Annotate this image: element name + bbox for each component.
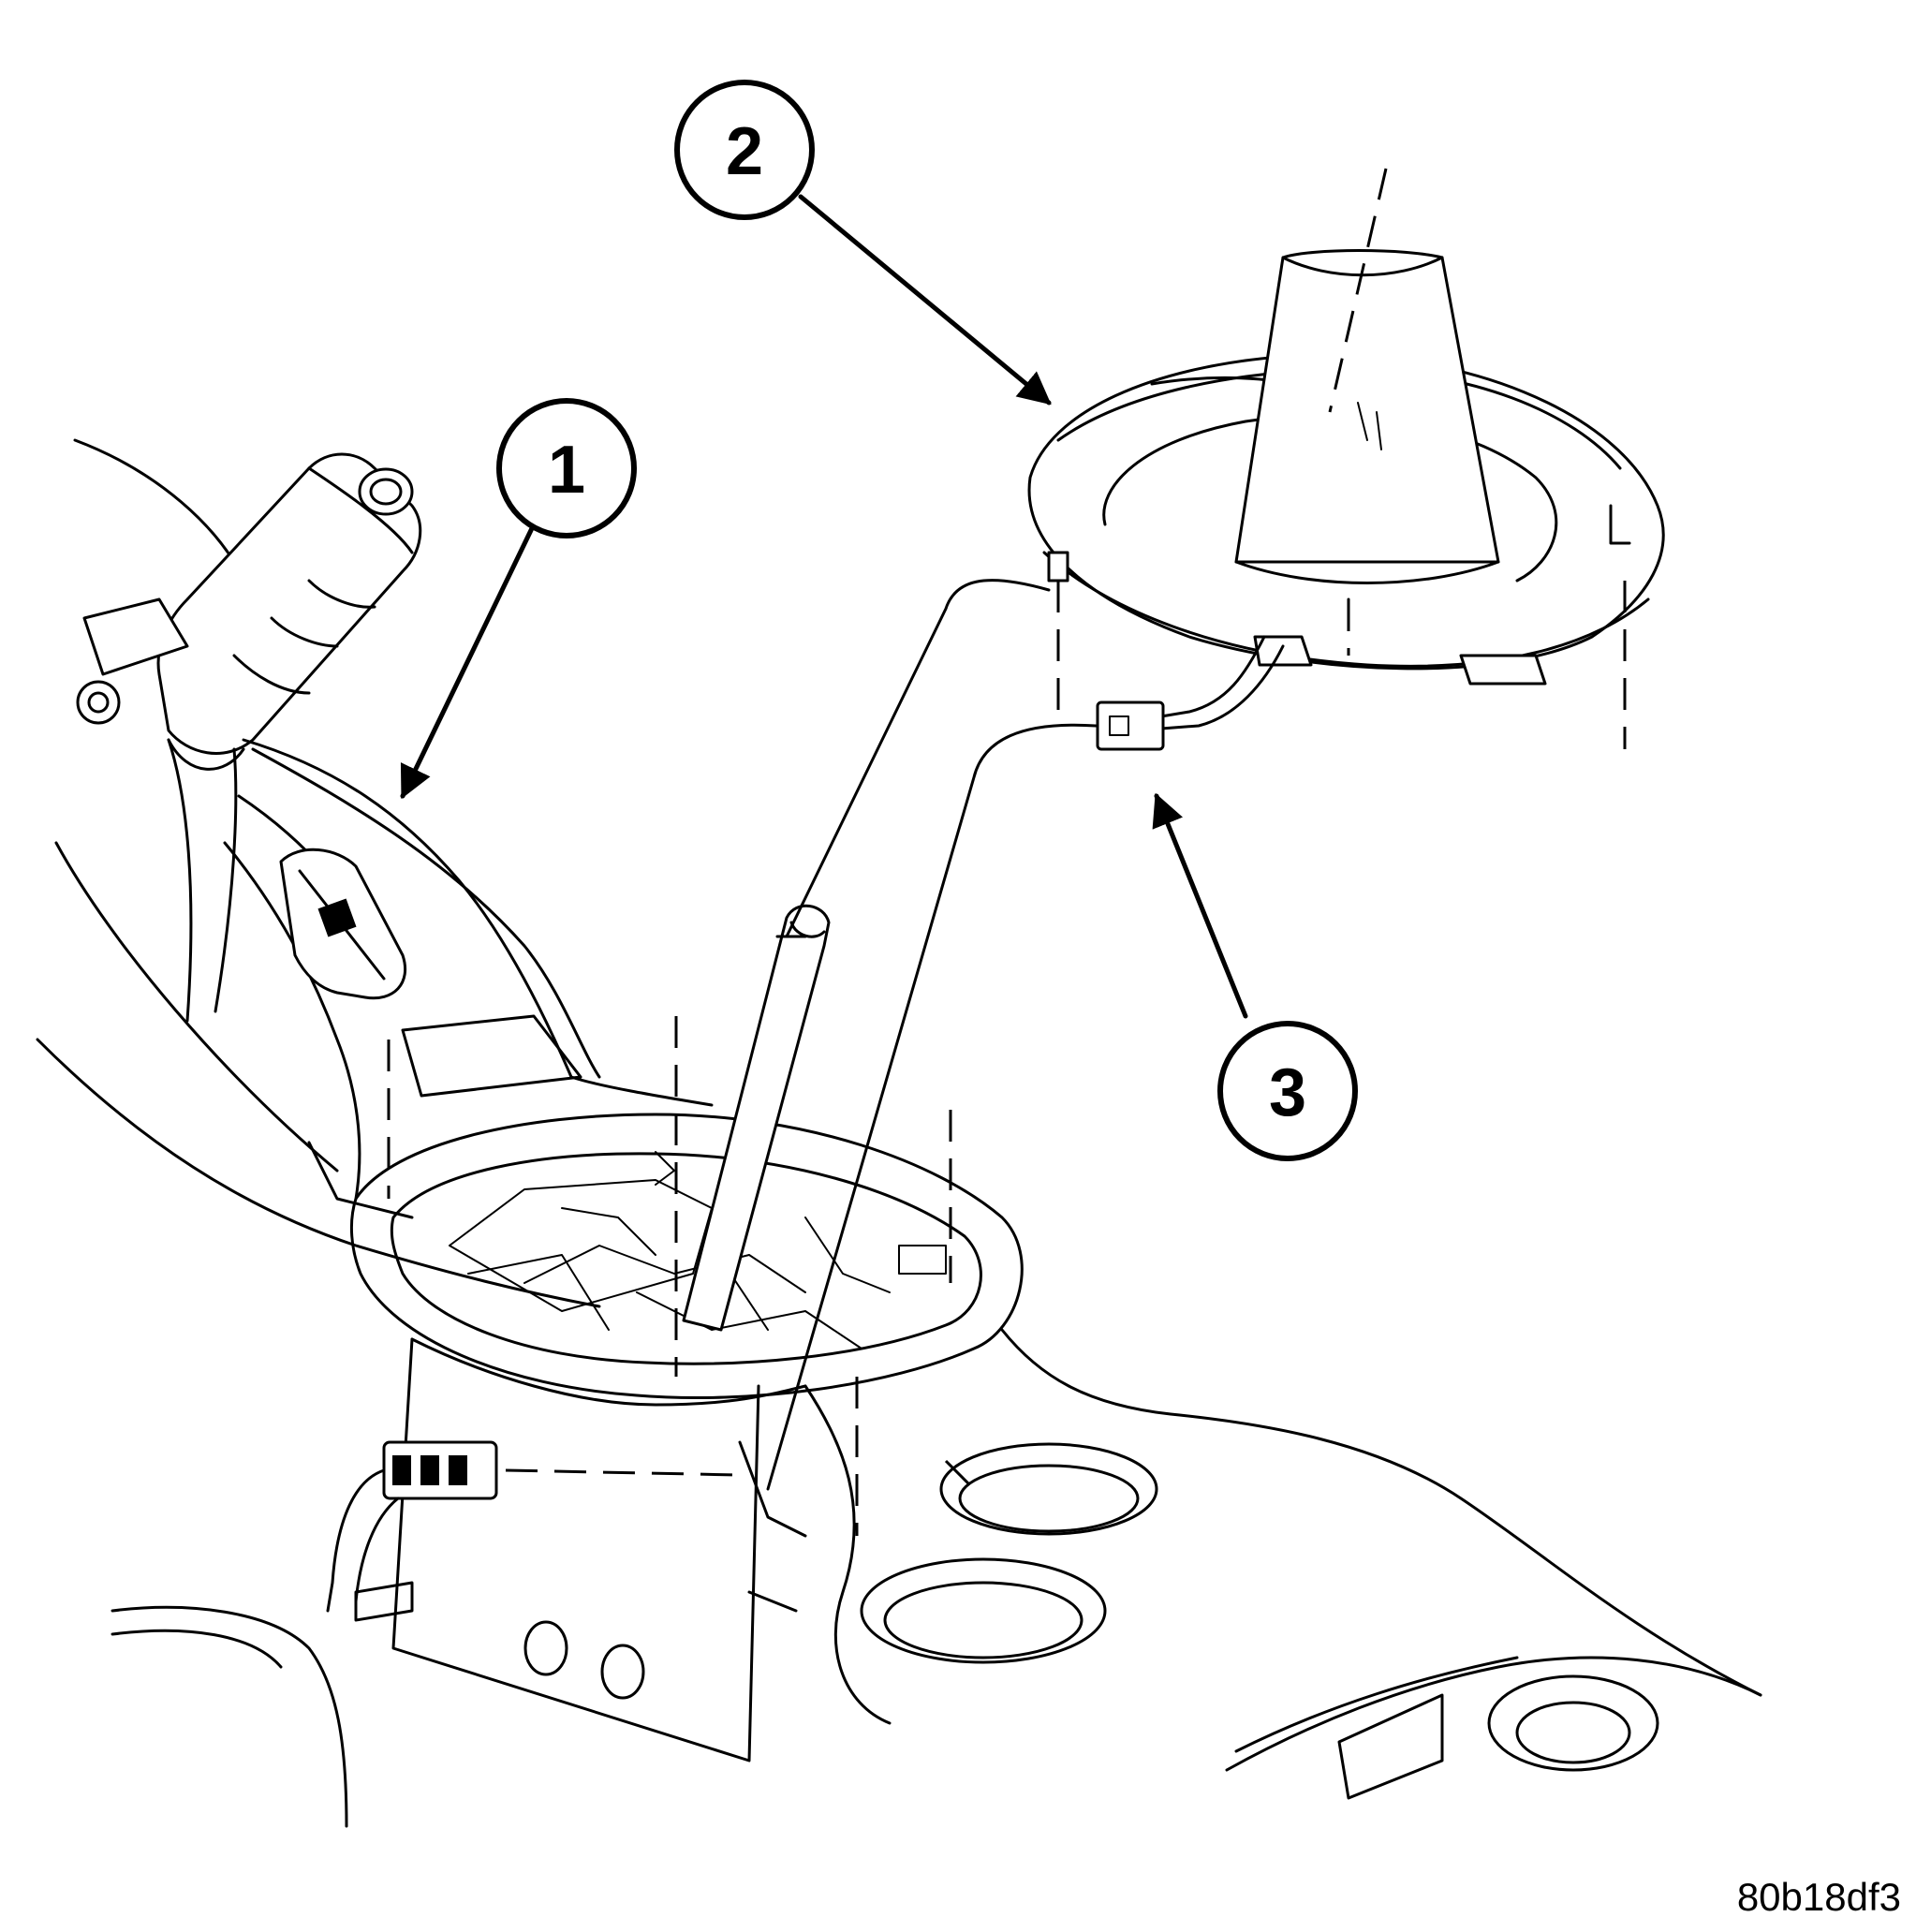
wheel-arc (111, 1605, 348, 1828)
wheel-arc-inner (111, 1629, 283, 1669)
side-connector (326, 1440, 498, 1613)
callout-2-label: 2 (726, 114, 763, 189)
callout-3: 3 (1217, 1021, 1358, 1161)
lower-console (354, 1328, 1762, 1800)
callout-2: 2 (674, 80, 815, 220)
shift-lever-rod (682, 904, 831, 1332)
callout-1-label: 1 (548, 433, 585, 508)
parking-brake-lever (73, 438, 422, 1023)
shifter-bezel (1027, 249, 1665, 686)
alignment-lines (387, 168, 1627, 1536)
figure-code: 80b18df3 (1737, 1875, 1901, 1919)
callout-1: 1 (496, 398, 637, 538)
callout-arrows (400, 194, 1248, 1019)
callout-3-label: 3 (1269, 1055, 1306, 1130)
center-console (36, 738, 714, 1308)
shifter-opening (349, 1113, 1024, 1400)
bezel-wire-harness (766, 579, 1285, 1491)
